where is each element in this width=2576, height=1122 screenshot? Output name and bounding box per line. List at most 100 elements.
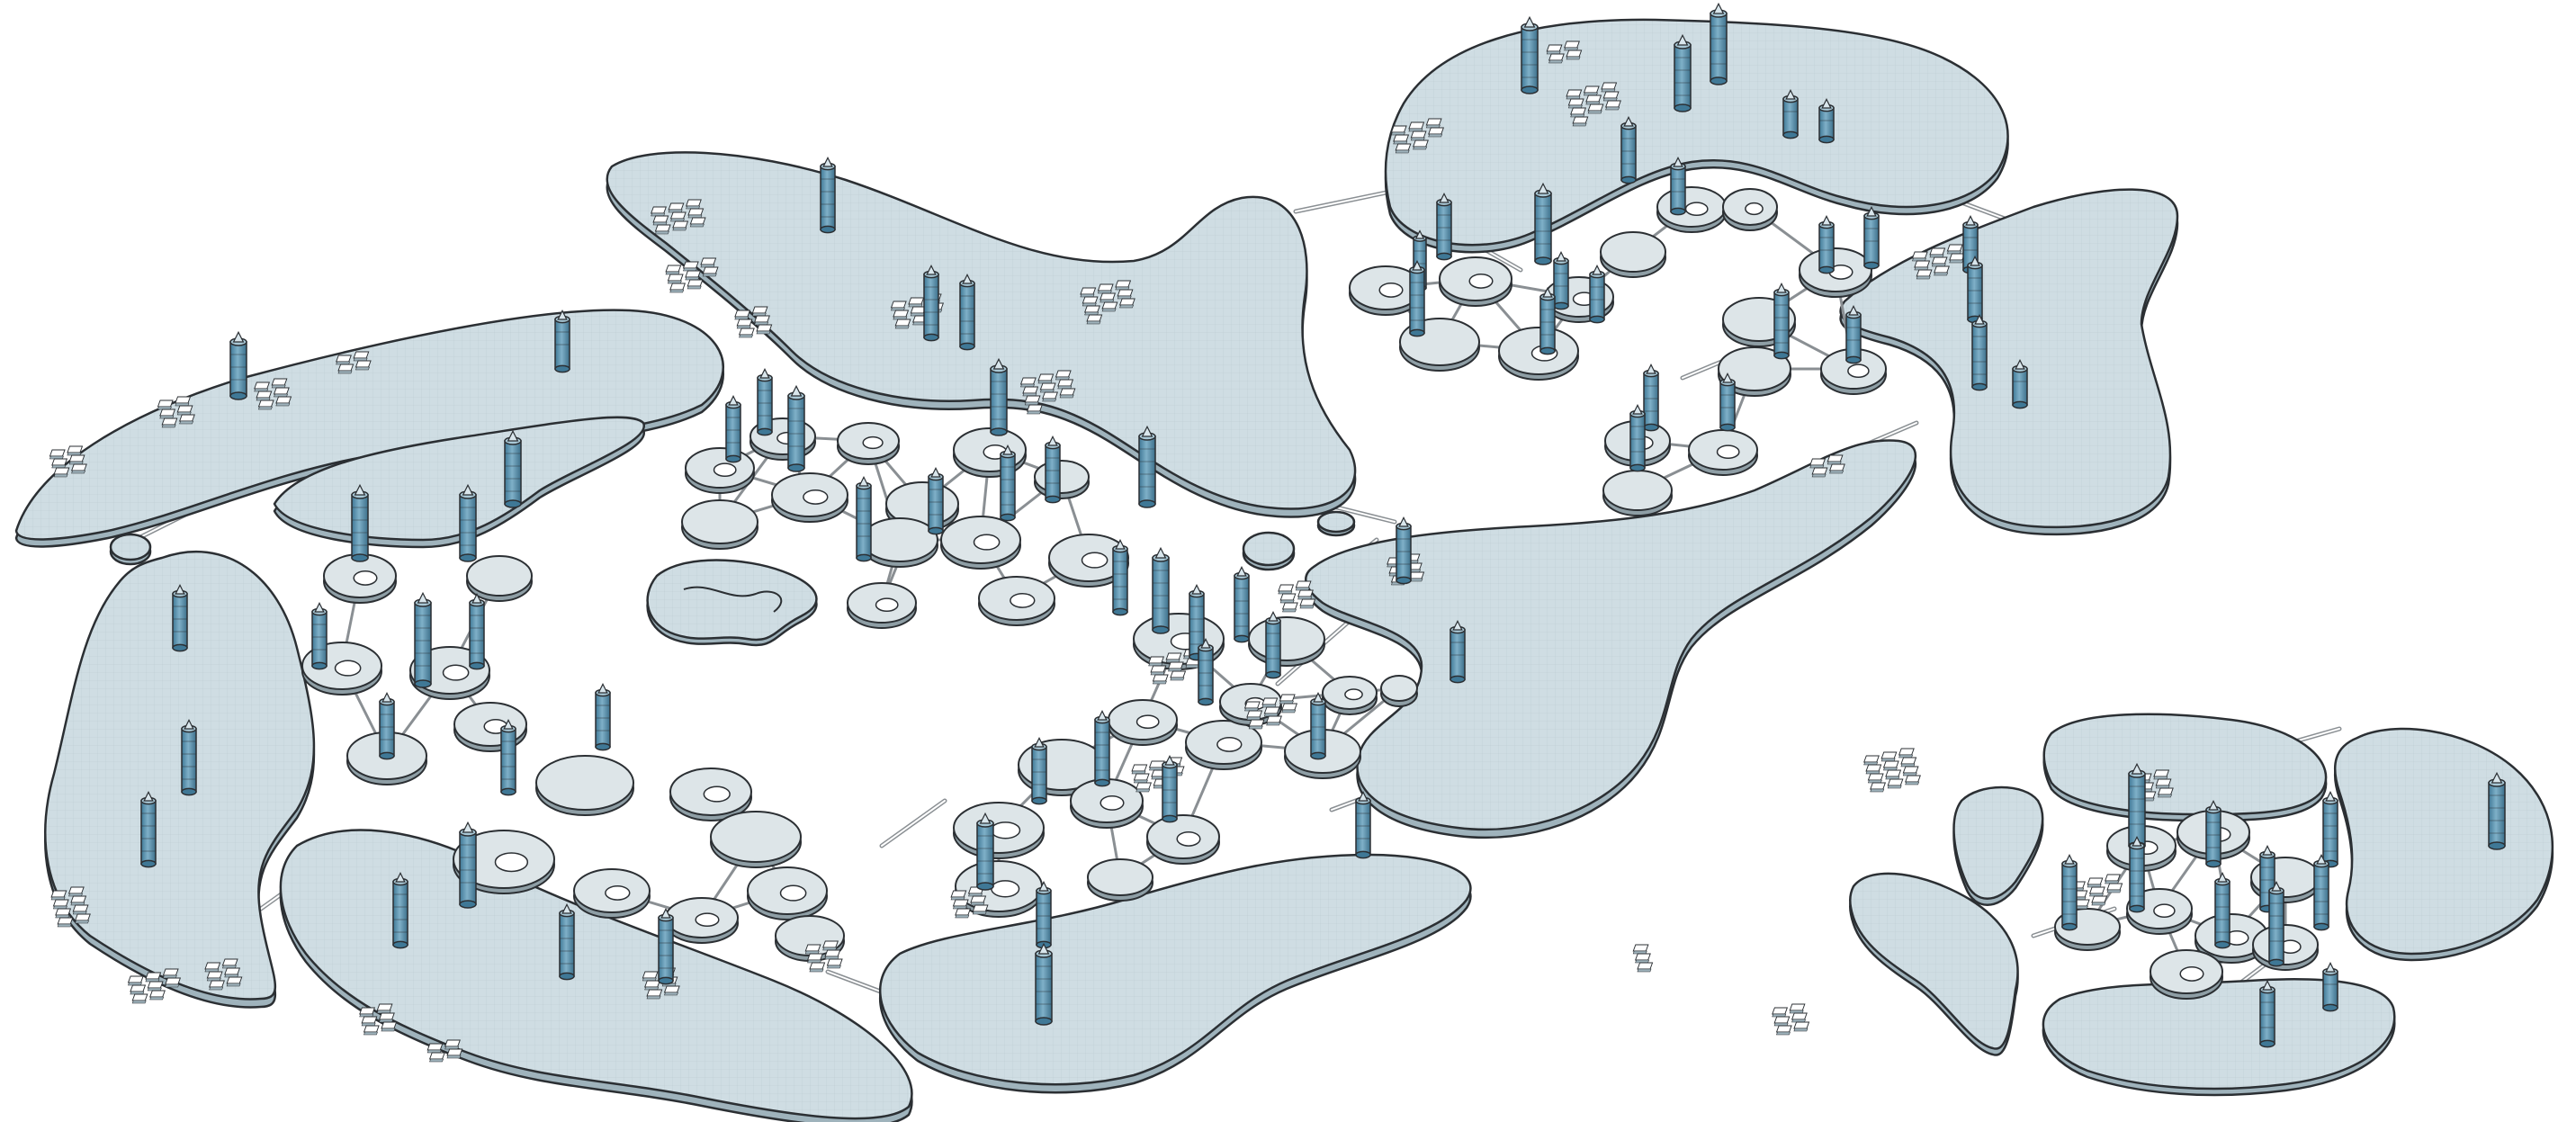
building-pad bbox=[1657, 187, 1726, 232]
tower-icon bbox=[173, 585, 187, 651]
tower-icon bbox=[1846, 306, 1861, 363]
building-pad bbox=[954, 803, 1044, 858]
tower-icon bbox=[352, 485, 368, 561]
tower-icon bbox=[1864, 207, 1879, 268]
tower-icon bbox=[1710, 4, 1727, 85]
tower-icon bbox=[2314, 855, 2329, 929]
tower-icon bbox=[977, 813, 993, 890]
building-pad bbox=[536, 756, 633, 815]
tower-icon bbox=[1198, 639, 1213, 705]
tower-icon bbox=[2062, 855, 2077, 929]
tower-icon bbox=[1410, 261, 1424, 336]
tower-icon bbox=[1972, 315, 1987, 390]
tower-icon bbox=[2323, 792, 2338, 866]
low-rise-block-group bbox=[1633, 945, 1652, 972]
building-pad bbox=[1147, 815, 1219, 864]
tower-icon bbox=[1001, 445, 1015, 520]
tower-icon bbox=[1819, 216, 1834, 273]
low-rise-block-group bbox=[128, 969, 180, 1003]
tower-icon bbox=[1162, 756, 1177, 821]
building-pad bbox=[1800, 248, 1871, 297]
tower-icon bbox=[1644, 364, 1658, 430]
tower-icon bbox=[1521, 17, 1538, 94]
building-pad bbox=[1108, 700, 1177, 745]
building-pad bbox=[711, 812, 801, 867]
tower-icon bbox=[2013, 360, 2027, 408]
tower-icon bbox=[1046, 436, 1060, 502]
tower-icon bbox=[393, 873, 408, 947]
tower-icon bbox=[1968, 256, 1982, 322]
tower-icon bbox=[460, 822, 476, 908]
building-pad bbox=[1499, 328, 1578, 380]
low-rise-block-group bbox=[1279, 581, 1315, 612]
tower-icon bbox=[560, 904, 574, 979]
tower-icon bbox=[659, 909, 673, 983]
tower-icon bbox=[2260, 981, 2275, 1046]
tower-icon bbox=[460, 485, 476, 561]
tower-icon bbox=[312, 603, 327, 669]
tower-icon bbox=[929, 468, 943, 534]
building-pad bbox=[2150, 950, 2222, 999]
tower-icon bbox=[2269, 882, 2284, 965]
tower-icon bbox=[758, 369, 772, 435]
tower-icon bbox=[1554, 252, 1568, 309]
tower-icon bbox=[1819, 99, 1834, 142]
building-pad bbox=[1323, 677, 1377, 714]
tower-icon bbox=[470, 594, 484, 669]
tower-icon bbox=[1356, 792, 1370, 857]
islet-lagoon bbox=[648, 561, 817, 645]
building-pad bbox=[1035, 461, 1089, 498]
tower-icon bbox=[596, 684, 610, 749]
low-rise-block-group bbox=[1773, 1004, 1809, 1035]
building-pad bbox=[1440, 257, 1512, 306]
building-pad bbox=[862, 518, 938, 567]
tower-icon bbox=[726, 396, 740, 462]
tower-icon bbox=[960, 274, 974, 349]
tower-icon bbox=[1139, 426, 1155, 507]
tower-icon bbox=[2206, 801, 2221, 866]
tower-icon bbox=[1037, 882, 1051, 947]
tower-icon bbox=[1036, 944, 1052, 1025]
tower-icon bbox=[1540, 288, 1555, 354]
building-pad bbox=[666, 898, 738, 943]
tower-icon bbox=[2489, 773, 2505, 849]
islet-west bbox=[111, 534, 150, 564]
low-rise-block-group bbox=[1864, 749, 1921, 792]
tower-icon bbox=[2215, 873, 2230, 947]
tower-icon bbox=[415, 593, 431, 687]
tower-icon bbox=[1266, 612, 1280, 678]
tower-icon bbox=[1671, 157, 1685, 214]
building-pad bbox=[748, 867, 827, 920]
tower-icon bbox=[1450, 621, 1465, 682]
low-rise-block-group bbox=[2070, 875, 2123, 909]
building-pad bbox=[1071, 779, 1143, 828]
building-pad bbox=[2253, 925, 2318, 970]
tower-icon bbox=[1630, 405, 1645, 471]
tower-icon bbox=[1113, 540, 1127, 615]
building-pad bbox=[1601, 232, 1665, 277]
building-pad bbox=[1689, 430, 1757, 475]
tower-icon bbox=[1674, 35, 1691, 112]
island-cluster-east bbox=[2335, 729, 2553, 960]
tower-icon bbox=[1437, 193, 1451, 259]
building-pad bbox=[848, 583, 916, 628]
building-pad bbox=[686, 448, 754, 493]
tower-icon bbox=[1720, 373, 1735, 430]
tower-icon bbox=[505, 431, 521, 507]
tower-icon bbox=[1396, 517, 1411, 583]
tower-icon bbox=[991, 359, 1007, 435]
tower-icon bbox=[1590, 265, 1604, 322]
building-pad bbox=[838, 423, 899, 464]
building-pad bbox=[941, 516, 1020, 569]
tower-icon bbox=[2323, 963, 2338, 1010]
building-pad bbox=[772, 473, 848, 522]
tower-icon bbox=[1783, 90, 1798, 138]
island-cluster-north bbox=[2044, 714, 2326, 821]
tower-icon bbox=[1621, 117, 1636, 183]
tower-icon bbox=[230, 332, 247, 399]
building-pad bbox=[1249, 617, 1324, 666]
tower-icon bbox=[1095, 711, 1109, 785]
tower-icon bbox=[1535, 184, 1551, 265]
building-pad bbox=[1603, 471, 1672, 516]
